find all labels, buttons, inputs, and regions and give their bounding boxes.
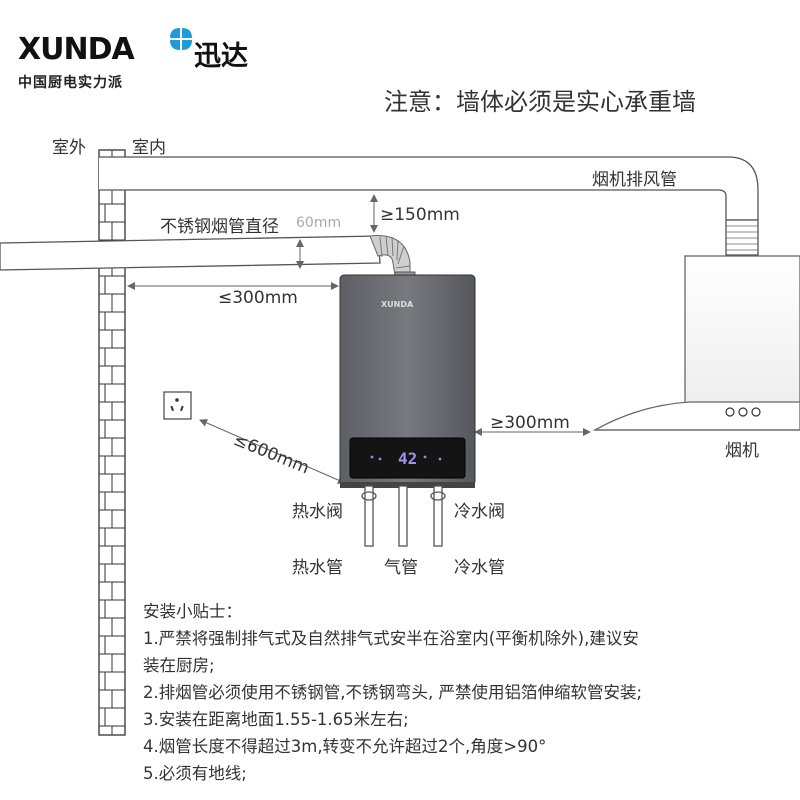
label-hot-water-valve: 热水阀 [292,502,343,522]
brick-wall [98,149,126,736]
tips-item: 2.排烟管必须使用不锈钢管,不锈钢弯头, 严禁使用铝箔伸缩软管安装; [143,683,643,702]
power-socket-icon [163,391,192,420]
brand-name-cn: 迅达 [194,41,248,72]
label-flue-diameter-value: 60mm [296,215,342,231]
label-cold-water-valve: 冷水阀 [454,502,505,522]
xunda-logo-icon [170,28,192,50]
heater-brand: XUNDA [381,300,414,309]
tips-title: 安装小贴士： [143,602,242,621]
tips-item: 3.安装在距离地面1.55-1.65米左右; [143,710,409,729]
brand-name-en: XUNDA [18,32,135,67]
label-hood-exhaust-pipe: 烟机排风管 [592,170,677,190]
label-min-150: ≥150mm [380,205,460,225]
label-gas-pipe: 气管 [384,558,418,578]
label-flue-diameter: 不锈钢烟管直径 [160,217,279,237]
label-outdoor: 室外 [52,138,86,158]
label-hood: 烟机 [725,441,759,461]
range-hood [592,255,800,431]
install-tips: 安装小贴士： 1.严禁将强制排气式及自然排气式安半在浴室内(平衡机除外),建议安… [143,598,642,787]
label-min-300-hood: ≥300mm [490,413,570,433]
tips-item: 5.必须有地线; [143,764,247,783]
label-hot-water-pipe: 热水管 [292,558,343,578]
label-cold-water-pipe: 冷水管 [454,558,505,578]
tips-item: 装在厨房; [143,656,215,675]
water-heater [339,274,476,488]
heater-display-value: 42 [398,449,418,468]
brand-slogan: 中国厨电实力派 [18,75,123,91]
label-max-300: ≤300mm [218,288,298,308]
pipes [361,485,446,547]
hood-exhaust-pipe [99,156,759,256]
tips-item: 4.烟管长度不得超过3m,转变不允许超过2个,角度>90° [143,737,547,756]
dimension-lines [127,194,591,484]
flue-pipe [0,235,416,281]
wall-notice: 注意：墙体必须是实心承重墙 [384,88,696,116]
label-indoor: 室内 [132,138,166,158]
tips-item: 1.严禁将强制排气式及自然排气式安半在浴室内(平衡机除外),建议安 [143,629,639,648]
